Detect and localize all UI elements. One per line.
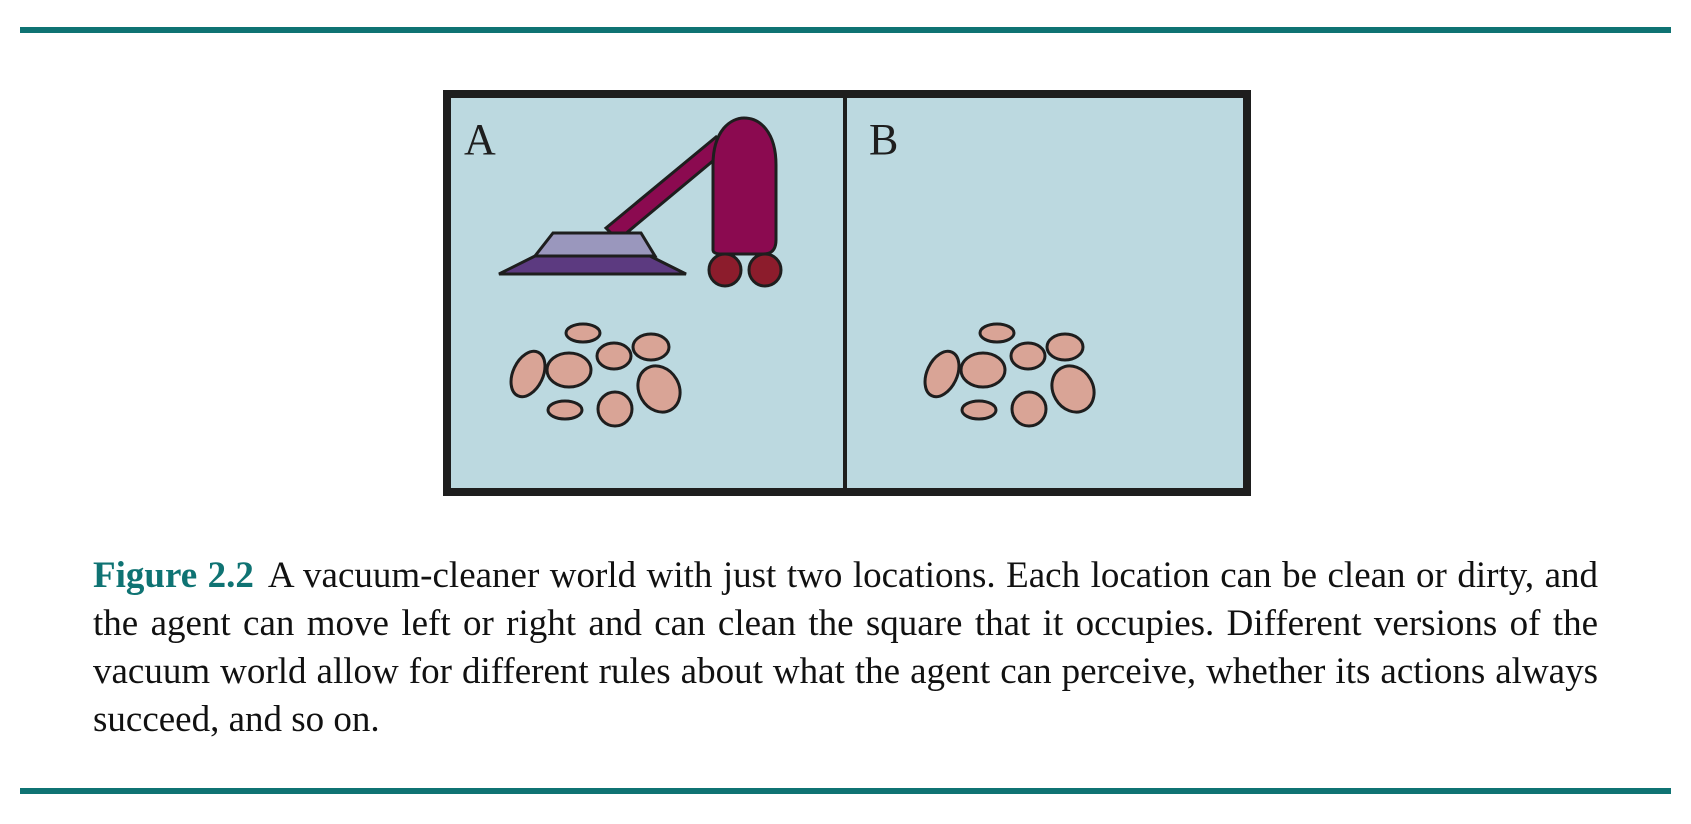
dirt-particle — [1010, 390, 1048, 428]
dirt-particle — [1045, 332, 1085, 362]
vacuum-wheel-left — [707, 252, 743, 288]
dirt-particle — [546, 399, 584, 421]
dirt-particle — [564, 322, 602, 344]
dirt-particle — [631, 332, 671, 362]
vacuum-world-figure: A B — [443, 90, 1251, 496]
cell-a-background — [447, 94, 847, 492]
dirt-pile-a — [509, 322, 682, 428]
dirt-particle — [596, 390, 634, 428]
vacuum-head-top — [531, 231, 658, 258]
dirt-particle — [960, 399, 998, 421]
dirt-particle — [545, 351, 593, 389]
dirt-particle — [509, 349, 547, 399]
cell-label-a: A — [464, 115, 496, 164]
dirt-particle — [959, 351, 1007, 389]
dirt-particle — [923, 349, 961, 399]
vacuum-wheel-right — [747, 252, 783, 288]
top-rule — [20, 27, 1671, 33]
dirt-pile-b — [923, 322, 1096, 428]
dirt-particle — [636, 364, 682, 414]
dirt-particle — [978, 322, 1016, 344]
dirt-particle — [595, 341, 633, 371]
dirt-particle — [1009, 341, 1047, 371]
dirt-particle — [1050, 364, 1096, 414]
caption-text: A vacuum-cleaner world with just two loc… — [93, 555, 1598, 740]
cell-label-b: B — [869, 115, 898, 164]
vacuum-cleaner-icon — [498, 116, 783, 288]
caption-label: Figure 2.2 — [93, 555, 254, 596]
vacuum-body — [711, 116, 778, 256]
vacuum-head-base — [498, 254, 687, 276]
bottom-rule — [20, 788, 1671, 794]
cell-b-background — [847, 94, 1247, 492]
